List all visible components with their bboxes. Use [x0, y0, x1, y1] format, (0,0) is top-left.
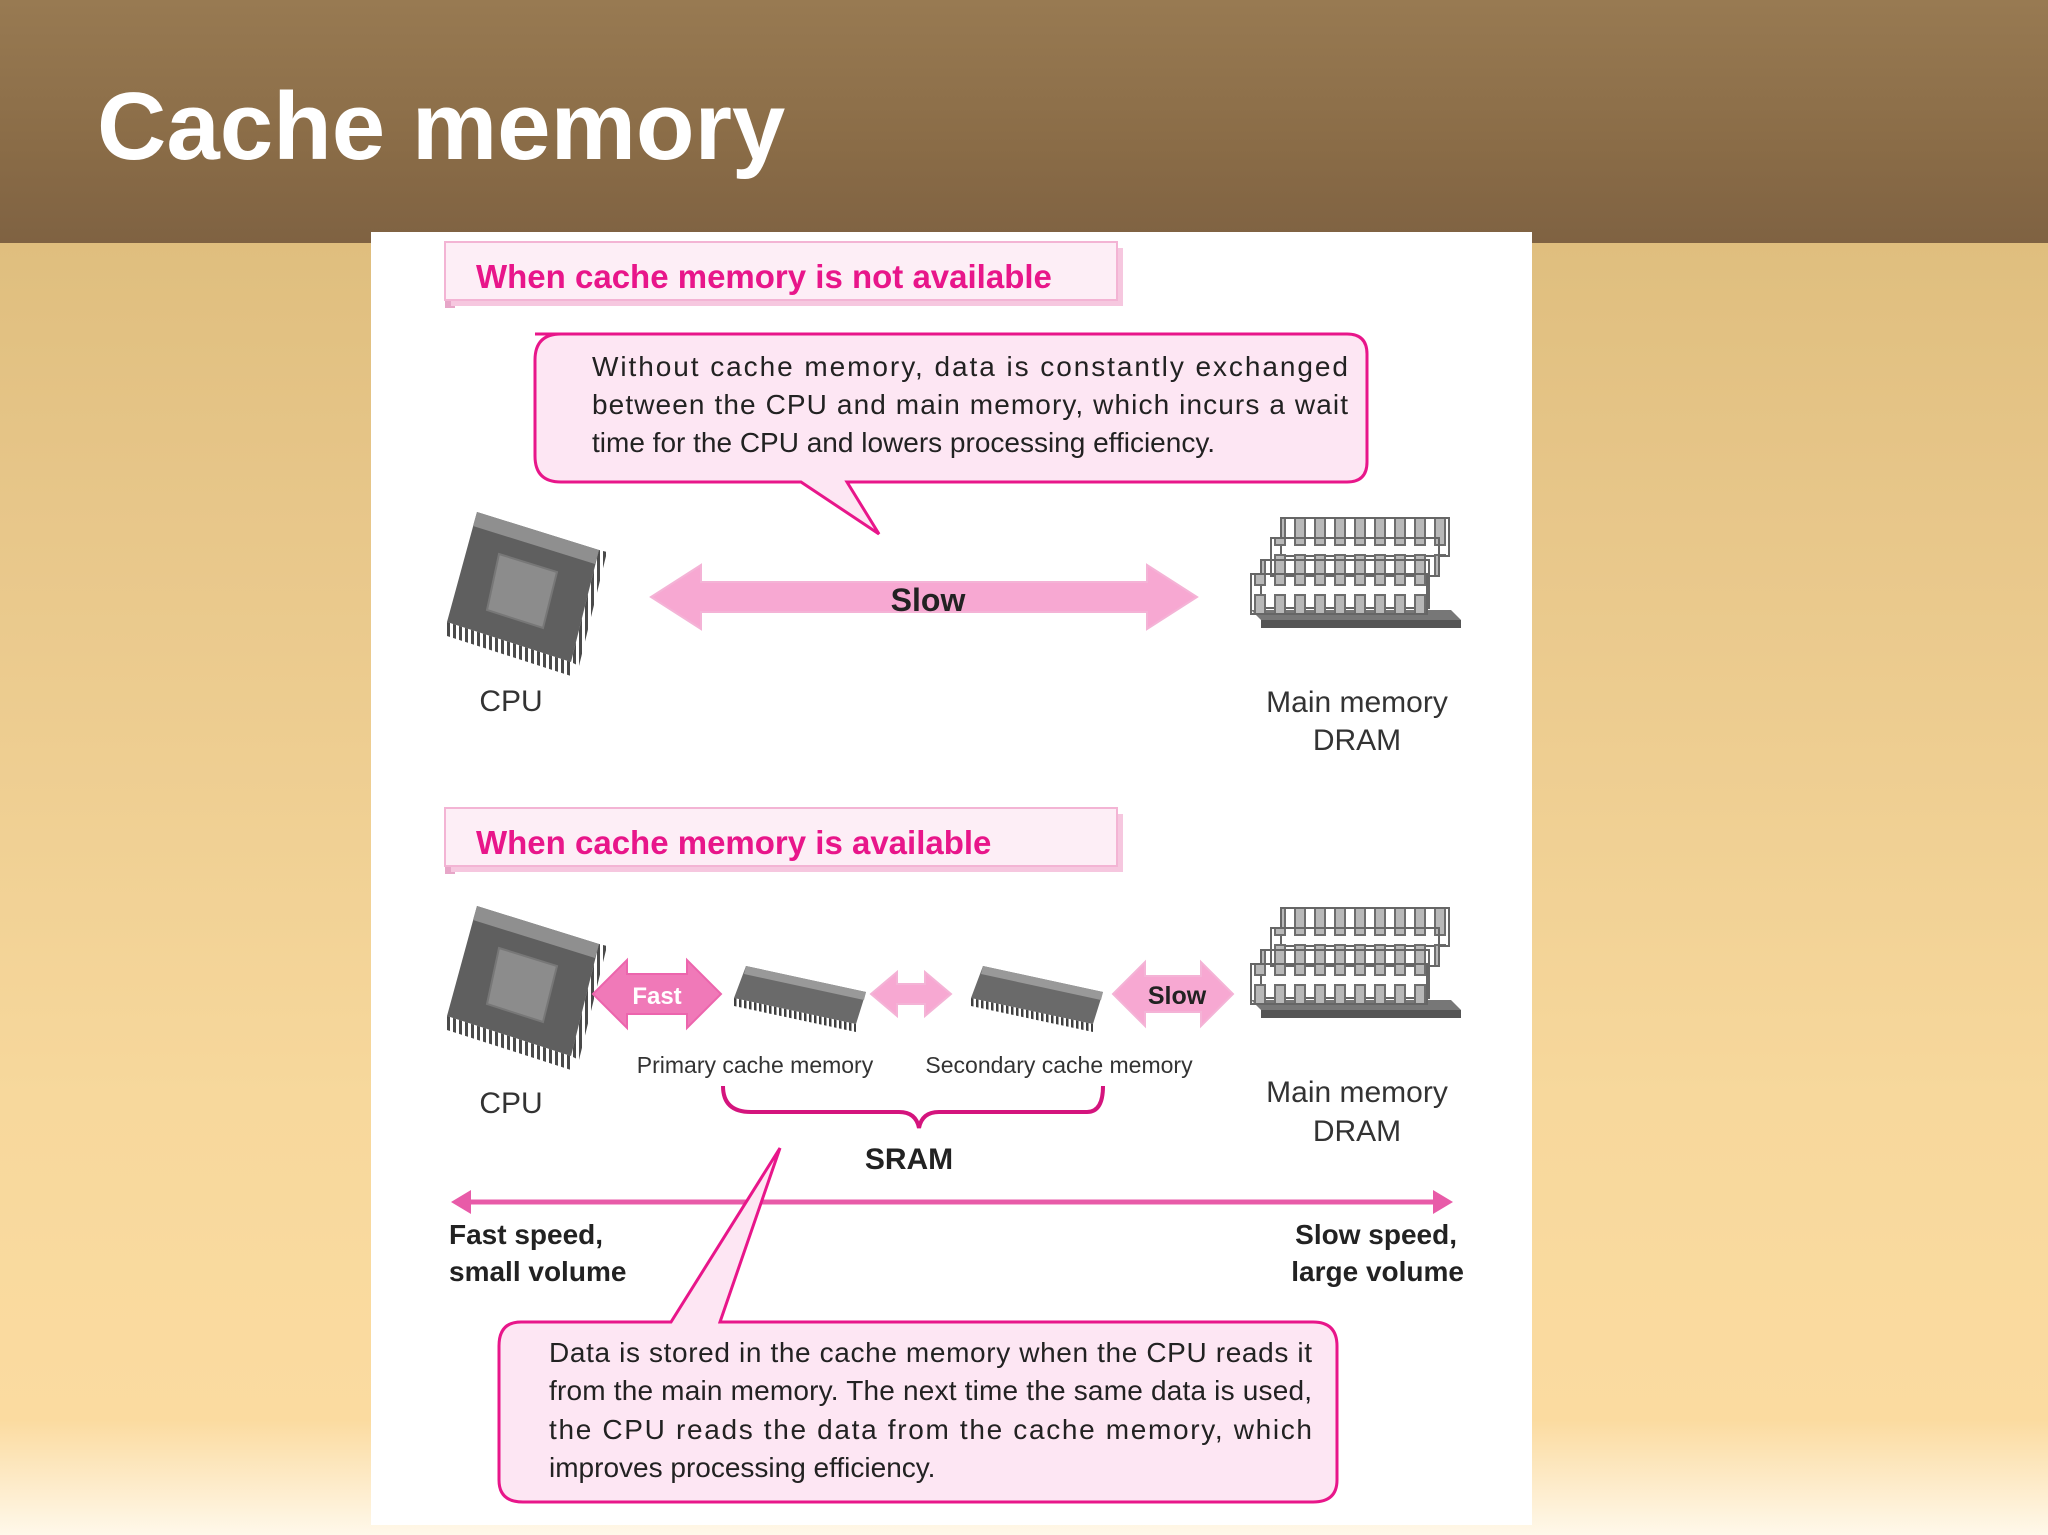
heading-no-cache-box: When cache memory is not available: [444, 241, 1123, 308]
speed-volume-scale: [451, 1190, 1453, 1214]
scale-left-label-2: small volume: [449, 1256, 626, 1287]
fast-link-arrow: Fast: [591, 957, 723, 1031]
section-no-cache: When cache memory is not available Witho…: [444, 241, 1461, 757]
callout-cache: Data is stored in the cache memory when …: [497, 1147, 1339, 1504]
section-cache: When cache memory is available CPU Fast: [444, 807, 1464, 1504]
fast-link-label: Fast: [632, 983, 681, 1010]
callout-no-cache-line-3: time for the CPU and lowers processing e…: [592, 427, 1215, 458]
cpu-label-no-cache: CPU: [479, 685, 542, 718]
slide-header: [0, 0, 2048, 243]
dram-label-cache-2: DRAM: [1313, 1115, 1401, 1148]
slow-memory-link-label: Slow: [1148, 982, 1207, 1010]
dram-label-no-cache-1: Main memory: [1266, 686, 1448, 719]
callout-cache-line-3: the CPU reads the data from the cache me…: [549, 1414, 1312, 1445]
heading-cache: When cache memory is available: [476, 824, 991, 861]
dram-memory-icon: [1250, 517, 1461, 628]
primary-cache-chip-icon: [734, 966, 866, 1032]
sram-brace: [721, 1085, 1105, 1129]
slow-link-label: Slow: [891, 582, 966, 618]
sram-label: SRAM: [865, 1143, 953, 1176]
callout-cache-line-2: from the main memory. The next time the …: [549, 1375, 1312, 1406]
primary-cache-label: Primary cache memory: [637, 1052, 874, 1078]
heading-cache-box: When cache memory is available: [444, 807, 1123, 874]
cache-diagram: When cache memory is not available Witho…: [444, 241, 1464, 1504]
cpu-chip-icon: [447, 906, 607, 1070]
slide-title: Cache memory: [97, 73, 786, 180]
diagram-panel: When cache memory is not available Witho…: [371, 232, 1532, 1525]
callout-no-cache-line-2: between the CPU and main memory, which i…: [592, 389, 1348, 420]
callout-cache-line-1: Data is stored in the cache memory when …: [549, 1337, 1312, 1368]
secondary-cache-label: Secondary cache memory: [925, 1052, 1193, 1078]
cpu-label-cache: CPU: [479, 1087, 542, 1120]
cache-link-arrow: [869, 969, 953, 1019]
scale-right-label-1: Slow speed,: [1295, 1219, 1457, 1250]
scale-right-label-2: large volume: [1291, 1256, 1464, 1287]
dram-memory-icon: [1250, 907, 1461, 1018]
callout-no-cache-line-1: Without cache memory, data is constantly…: [592, 351, 1348, 382]
scale-left-label-1: Fast speed,: [449, 1219, 603, 1250]
heading-no-cache: When cache memory is not available: [476, 258, 1052, 295]
slow-link-arrow: Slow: [649, 563, 1199, 631]
callout-cache-line-4: improves processing efficiency.: [549, 1452, 935, 1483]
dram-label-no-cache-2: DRAM: [1313, 724, 1401, 757]
callout-no-cache: Without cache memory, data is constantly…: [533, 332, 1369, 536]
slow-memory-link-arrow: Slow: [1111, 959, 1235, 1029]
cpu-chip-icon: [447, 512, 607, 676]
secondary-cache-chip-icon: [971, 966, 1103, 1032]
dram-label-cache-1: Main memory: [1266, 1076, 1448, 1109]
